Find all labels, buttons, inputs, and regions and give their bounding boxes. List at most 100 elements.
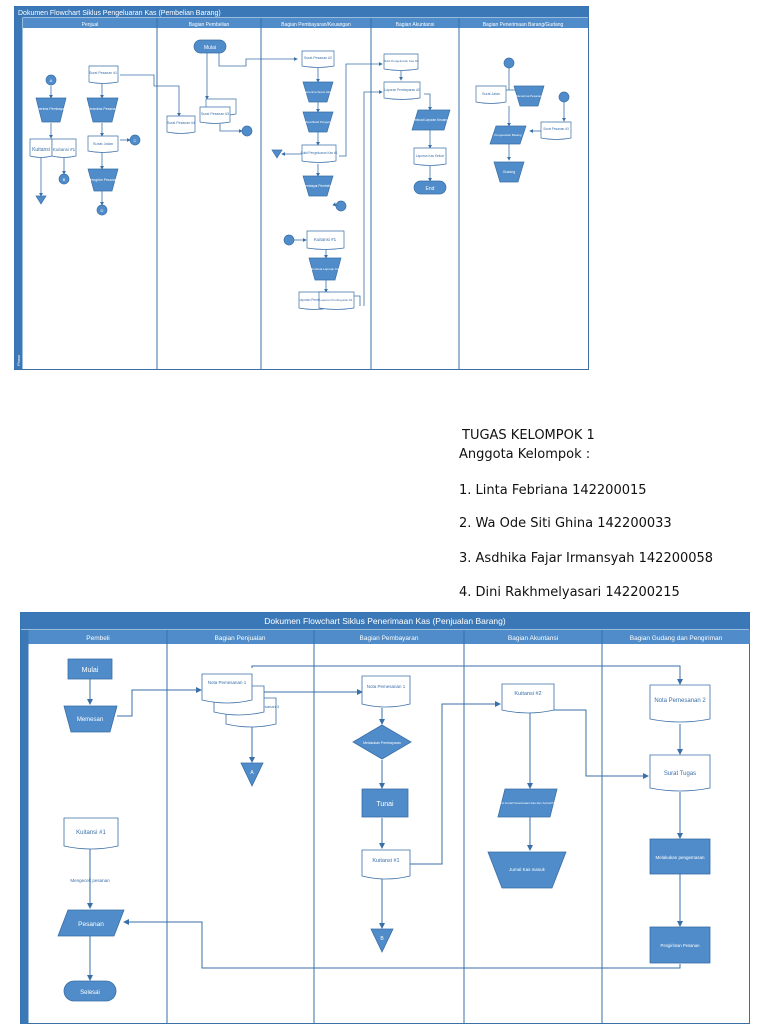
bukti-pengeluaran-label: Bukti Pengeluaran Kas #1 <box>301 151 338 155</box>
offpage-a-label: A <box>250 770 254 776</box>
manual-menerima-barang <box>513 85 545 107</box>
manual-membuat-laporan-kas <box>308 257 342 281</box>
process-pengemasan <box>649 838 711 875</box>
mulai-label: Mulai <box>204 45 216 51</box>
group-title: TUGAS KELOMPOK 1 <box>462 428 595 443</box>
pengiriman-label: Pengiriman Pesanan <box>661 943 701 948</box>
io-pengecekan <box>489 125 527 145</box>
manual-gudang <box>493 161 525 183</box>
doc-laporan-pembayaran-1 <box>318 291 355 310</box>
mengirim-pesanan-label: Mengirim Pesanan <box>88 178 117 182</box>
end-label: End <box>426 186 435 192</box>
laporan-pembayaran-2-label: Laporan Pembayaran #2 <box>384 88 419 92</box>
pengecekan-label: Pengecekan Barang <box>494 133 522 137</box>
doc-bukti-pengeluaran-2 <box>383 53 419 71</box>
group-member-4: 4. Dini Rakhmelyasari 142200215 <box>459 585 680 600</box>
surat-pesanan-pay-label: Surat Pesanan #2 <box>304 56 332 60</box>
lane-bagian-pembelian: Bagian Pembelian <box>189 22 230 28</box>
surat-pesanan-3-label: Surat Pesanan #3 <box>201 112 229 116</box>
process-pengiriman <box>649 926 711 964</box>
offpage-a <box>240 762 264 787</box>
group-member-1: 1. Linta Febriana 142200015 <box>459 483 647 498</box>
doc-kuitansi-2 <box>501 683 555 714</box>
kuitansi-mid-label: Kuitansi #1 <box>314 237 337 242</box>
kuitansi-pay-label: Kuitansi #1 <box>372 858 399 864</box>
connector-g <box>283 234 295 246</box>
pengemasan-label: Melakukan pengemasan <box>655 855 705 860</box>
offpage-b-label: B <box>380 936 384 942</box>
laporan-pembayaran-label: Laporan Pembayaran <box>299 298 330 302</box>
diagram1-side-label: Phase <box>16 354 21 366</box>
doc-surat-pesanan-1 <box>88 65 119 84</box>
pesanan-label: Pesanan <box>78 921 104 928</box>
manual-membuat-bukti <box>302 111 334 133</box>
lane-bagian-akuntansi: Bagian Akuntansi <box>396 22 435 28</box>
offpage-1 <box>35 195 47 205</box>
connector-b <box>58 173 70 185</box>
doc-surat-pesanan-pay <box>301 50 335 68</box>
process-mulai <box>67 658 113 680</box>
doc-nota-bayar <box>361 675 411 708</box>
connector-i <box>558 91 570 103</box>
connector-f <box>335 200 347 212</box>
doc-surat-jalan-gudang <box>475 85 507 104</box>
melakukan-pembayaran-label: Melakukan Pembayaran <box>363 741 401 745</box>
flowchart-penerimaan-kas: Dokumen Flowchart Siklus Penerimaan Kas … <box>20 612 750 1024</box>
doc-nota-pemesanan-2 <box>649 684 711 723</box>
membuat-laporan-label: Membuat Laporan Keuangan <box>410 118 452 122</box>
doc-surat-pesanan-4 <box>166 115 196 134</box>
connector-c-label: C <box>134 138 137 143</box>
connector-d-label: D <box>101 208 104 213</box>
surat-jalan-gudang-label: Surat Jalan <box>482 92 500 96</box>
manual-menerima-surat-jalan <box>302 81 334 103</box>
io-membuat-laporan <box>411 109 451 131</box>
menerima-surat-jalan-label: Menerima Surat Jalan <box>303 90 333 94</box>
io-pesanan <box>57 909 125 937</box>
menerima-pesanan-label: Menerima Pesanan <box>87 107 117 111</box>
doc-kuitansi-mid <box>306 230 345 250</box>
process-tunai <box>361 788 409 818</box>
membayar-label: Membayar Pembelian <box>302 184 333 188</box>
doc-surat-pesanan-3 <box>199 106 231 124</box>
lane2-bagian-penjualan: Bagian Penjualan <box>215 635 266 642</box>
offpage-b <box>370 928 394 953</box>
doc-surat-tugas <box>649 754 711 792</box>
lane2-bagian-akuntansi: Bagian Akuntansi <box>508 635 558 642</box>
terminal-selesai <box>63 980 117 1002</box>
surat-pesanan-gudang-label: Surat Pesanan #3 <box>543 127 569 131</box>
group-subtitle: Anggota Kelompok : <box>459 447 591 462</box>
terminal-mulai <box>193 39 227 54</box>
offpage-2 <box>271 149 283 159</box>
nota-pemesanan-2-label: Nota Pemesanan 2 <box>654 698 706 704</box>
doc-nota-1 <box>201 673 253 704</box>
doc-surat-jalan <box>87 135 119 153</box>
diagram2-title: Dokumen Flowchart Siklus Penerimaan Kas … <box>264 616 506 626</box>
diagram1-title: Dokumen Flowchart Siklus Pengeluaran Kas… <box>18 10 221 17</box>
lane-penjual: Penjual <box>82 22 99 28</box>
connector-e <box>241 125 253 137</box>
jurnal-kas-label: Jurnal Kas masuk <box>509 867 546 872</box>
surat-tugas-label: Surat Tugas <box>664 771 696 777</box>
io-membuat-jurnal <box>497 788 558 818</box>
connector-a <box>45 74 57 86</box>
nota1-label: Nota Pemesanan 1 <box>208 680 247 685</box>
flowchart-pengeluaran-kas: Dokumen Flowchart Siklus Pengeluaran Kas… <box>14 6 589 370</box>
mulai2-label: Mulai <box>82 667 99 674</box>
lane2-bagian-pembayaran: Bagian Pembayaran <box>360 635 419 642</box>
doc-surat-pesanan-gudang <box>540 121 572 140</box>
kuitansi-label: Kuitansi <box>32 147 50 153</box>
lane-bagian-pembayaran-keuangan: Bagian Pembayaran/Keuangan <box>281 22 351 28</box>
connector-c <box>129 134 141 146</box>
mengecek-label: Mengecek pesanan <box>70 878 110 883</box>
memesan-label: Memesan <box>77 717 103 723</box>
manual-menerima-pembayaran <box>35 97 67 123</box>
bukti-pengeluaran-2-label: Bukti Pengeluaran Kas #2 <box>384 59 419 63</box>
menerima-pembayaran-label: Menerima Pembayaran <box>33 107 69 111</box>
surat-pesanan-4-label: Surat Pesanan #4 <box>167 121 195 125</box>
connector-d <box>96 204 108 216</box>
nota-bayar-label: Nota Pemesanan 1 <box>367 684 406 689</box>
manual-memesan <box>63 705 118 733</box>
doc-kuitansi-1 <box>51 138 77 158</box>
laporan-pembayaran-1-label: Laporan Pembayaran #1 <box>319 298 352 302</box>
doc-bukti-pengeluaran <box>301 144 337 163</box>
